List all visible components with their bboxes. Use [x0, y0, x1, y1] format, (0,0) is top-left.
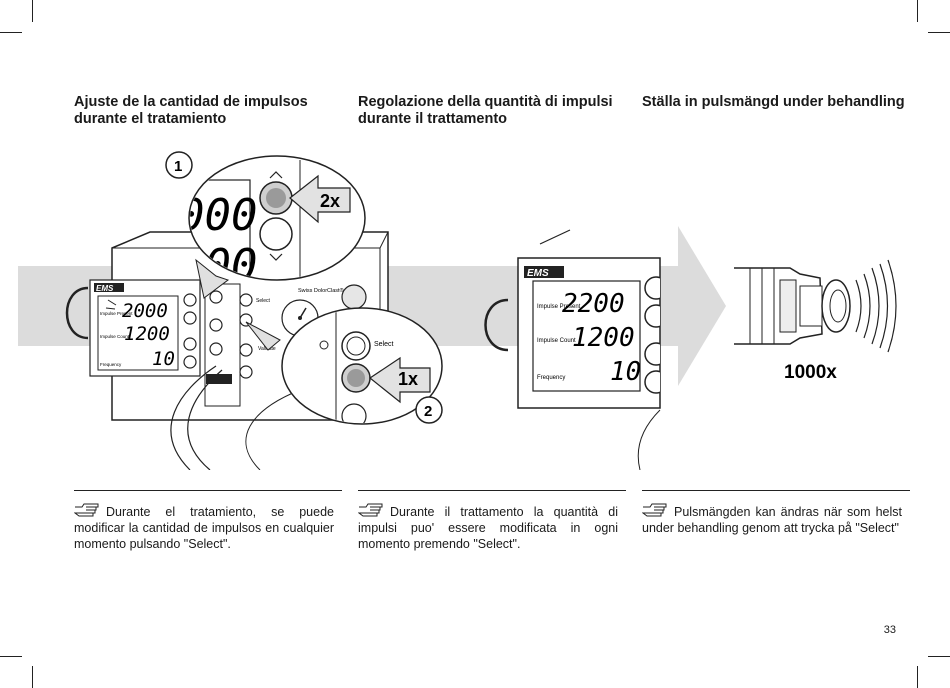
crop-mark — [917, 0, 918, 22]
left-lbl-freq: Frequency — [100, 362, 122, 367]
note-rule-es — [74, 490, 342, 491]
step-2-badge: 2 — [424, 403, 432, 420]
heading-italian: Regolazione della quantità di impulsi du… — [358, 94, 613, 127]
crop-mark — [32, 666, 33, 688]
note-spanish-text: Durante el tratamiento, se puede modific… — [74, 505, 334, 551]
pulse-count-label: 1000x — [784, 362, 837, 383]
note-italian: Durante il trattamento la quantità di im… — [358, 503, 618, 552]
right-lbl-count: Impulse Count — [537, 338, 576, 344]
left-lbl-present: Impulse Present — [100, 311, 133, 316]
heading-spanish: Ajuste de la cantidad de impulsos durant… — [74, 94, 308, 127]
zoom-display-digits: 000 — [178, 190, 257, 241]
left-select-label: Select — [256, 298, 271, 304]
right-brand-logo: EMS — [527, 268, 549, 279]
pointing-hand-icon — [642, 503, 667, 517]
right-impulse-count: 1200 — [572, 323, 635, 353]
right-lbl-present: Impulse Present — [537, 304, 581, 310]
left-impulse-count: 1200 — [124, 323, 170, 345]
right-frequency: 10 — [610, 357, 641, 387]
left-lbl-count: Impulse Count — [100, 334, 130, 339]
treatment-illustration: EMS Impulse Present 2000 Impulse Count 1… — [18, 151, 897, 470]
handpiece: 1000x — [734, 259, 897, 383]
note-italian-text: Durante il trattamento la quantità di im… — [358, 505, 618, 551]
page-number: 33 — [883, 624, 896, 636]
heading-swedish: Ställa in pulsmängd under behandling — [642, 94, 905, 110]
note-swedish: Pulsmängden kan ändras när som helst und… — [642, 503, 902, 536]
pointing-hand-icon — [74, 503, 99, 517]
crop-mark — [0, 656, 22, 657]
right-device: EMS Impulse Present 2200 Impulse Count 1… — [484, 229, 661, 470]
right-lbl-freq: Frequency — [537, 375, 565, 381]
press-count-select: 1x — [398, 369, 418, 389]
note-swedish-text: Pulsmängden kan ändras när som helst und… — [642, 505, 902, 535]
press-count-up: 2x — [320, 191, 340, 211]
right-impulse-present: 2200 — [562, 289, 625, 319]
note-rule-sv — [642, 490, 910, 491]
crop-mark — [32, 0, 33, 22]
left-impulse-present: 2000 — [122, 300, 168, 322]
left-brand-logo: EMS — [96, 284, 114, 293]
left-frequency: 10 — [152, 348, 175, 370]
crop-mark — [917, 666, 918, 688]
device-name-label: Swiss DolorClast® — [298, 287, 344, 294]
crop-mark — [928, 32, 950, 33]
step-1-badge: 1 — [174, 158, 182, 175]
pointing-hand-icon — [358, 503, 383, 517]
note-rule-it — [358, 490, 626, 491]
crop-mark — [928, 656, 950, 657]
zoom-select-label: Select — [374, 341, 394, 348]
note-spanish: Durante el tratamiento, se puede modific… — [74, 503, 334, 552]
zoom-circle-select-button: Select 1x — [245, 307, 443, 425]
crop-mark — [0, 32, 22, 33]
